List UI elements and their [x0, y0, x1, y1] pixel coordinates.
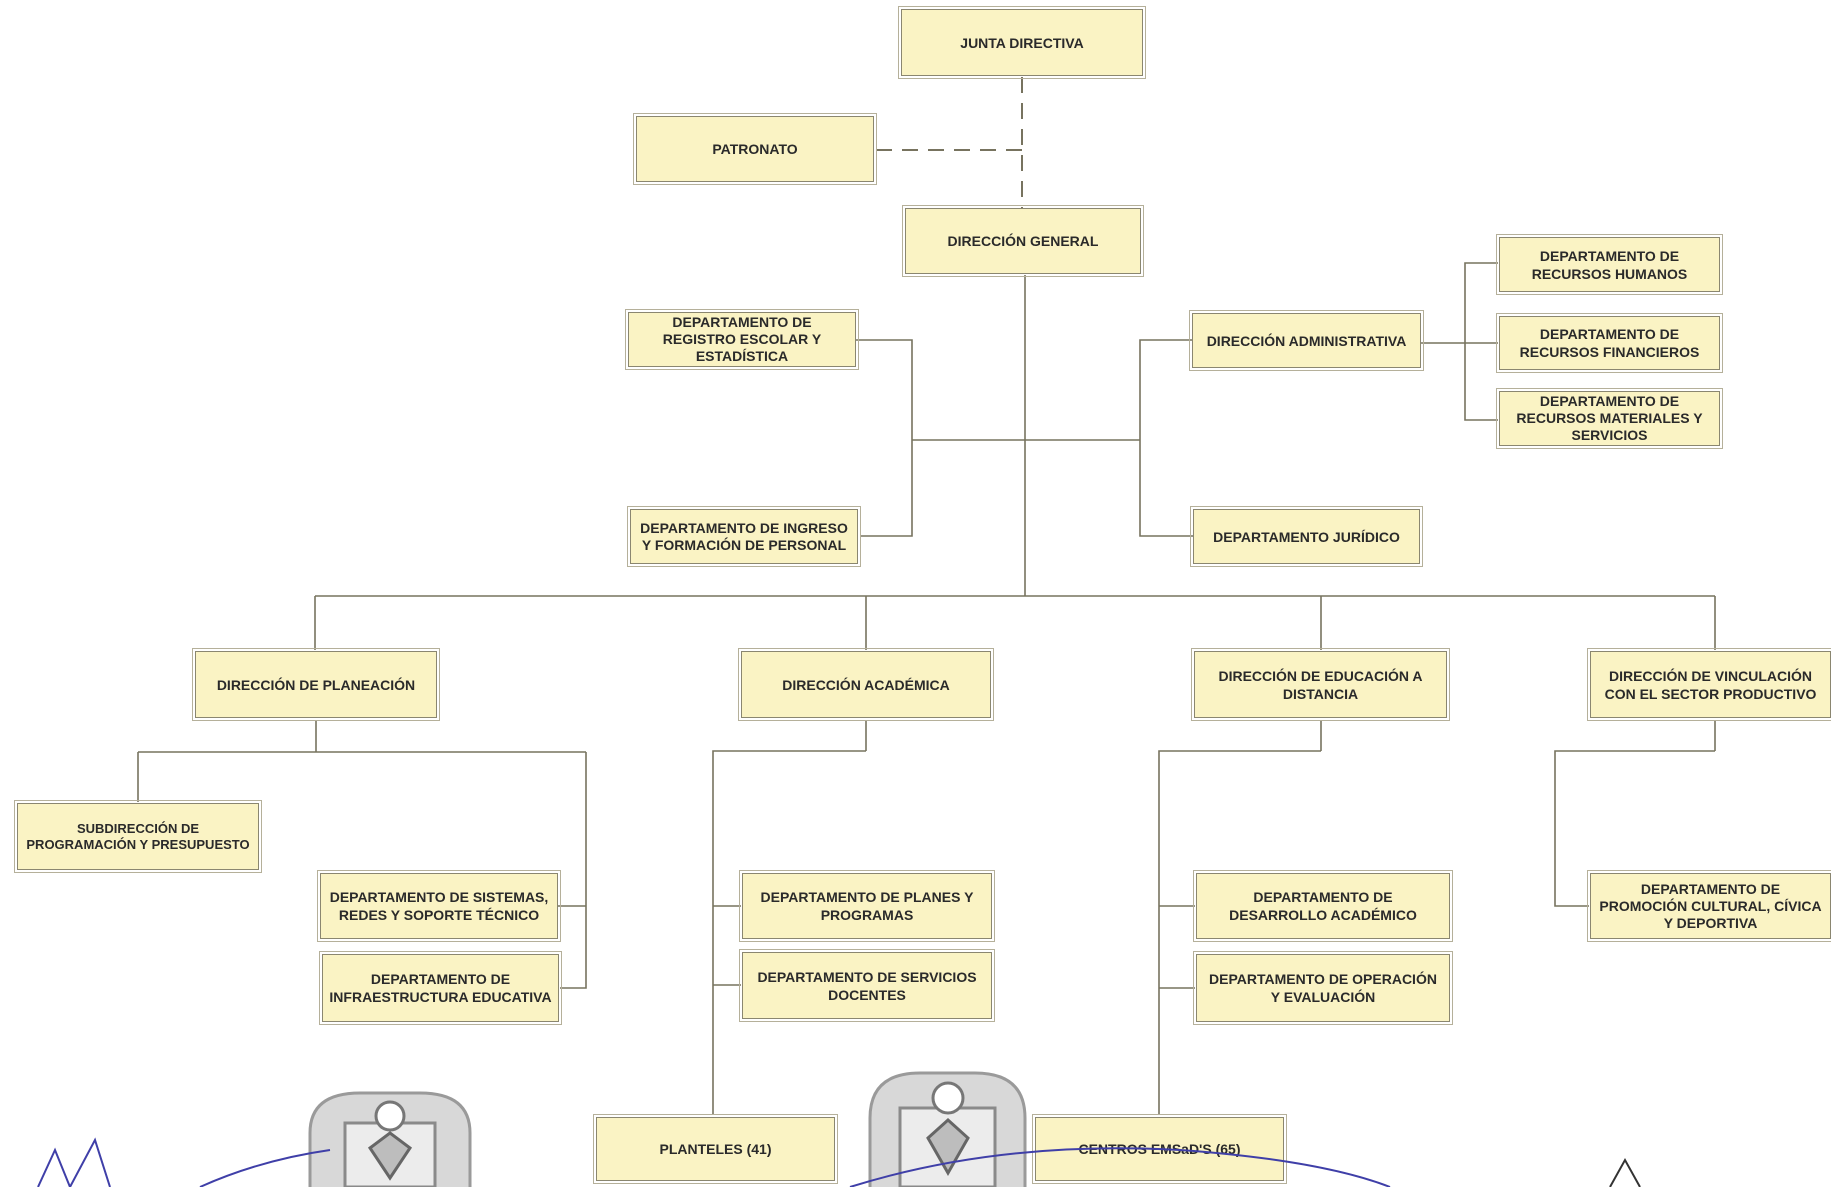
node-label: DEPARTAMENTO DE DESARROLLO ACADÉMICO: [1229, 889, 1417, 923]
node-promocion-cultural: DEPARTAMENTO DE PROMOCIÓN CULTURAL, CÍVI…: [1587, 870, 1831, 942]
node-label: DEPARTAMENTO DE REGISTRO ESCOLAR Y ESTAD…: [662, 314, 822, 364]
node-label: DEPARTAMENTO DE OPERACIÓN Y EVALUACIÓN: [1209, 971, 1437, 1005]
node-operacion-evaluacion: DEPARTAMENTO DE OPERACIÓN Y EVALUACIÓN: [1193, 951, 1453, 1025]
node-label: SUBDIRECCIÓN DE PROGRAMACIÓN Y PRESUPUES…: [26, 820, 250, 852]
node-label: PLANTELES (41): [659, 1141, 772, 1157]
node-label: DIRECCIÓN DE PLANEACIÓN: [216, 676, 416, 693]
node-label: DIRECCIÓN ACADÉMICA: [782, 676, 950, 693]
node-direccion-educacion-distancia: DIRECCIÓN DE EDUCACIÓN A DISTANCIA: [1191, 648, 1450, 721]
node-recursos-materiales: DEPARTAMENTO DE RECURSOS MATERIALES Y SE…: [1496, 388, 1723, 449]
node-departamento-juridico: DEPARTAMENTO JURÍDICO: [1190, 506, 1423, 567]
node-label: PATRONATO: [712, 141, 798, 157]
seal-left-icon: [308, 1091, 472, 1187]
node-label: CENTROS EMSaD'S (65): [1078, 1141, 1241, 1157]
node-label: DIRECCIÓN GENERAL: [947, 233, 1099, 249]
node-label: DEPARTAMENTO DE PROMOCIÓN CULTURAL, CÍVI…: [1599, 880, 1822, 931]
node-ingreso-formacion: DEPARTAMENTO DE INGRESO Y FORMACIÓN DE P…: [627, 506, 861, 567]
node-label: DEPARTAMENTO DE SERVICIOS DOCENTES: [757, 968, 977, 1003]
node-label: DEPARTAMENTO DE RECURSOS HUMANOS: [1531, 247, 1688, 282]
node-registro-escolar: DEPARTAMENTO DE REGISTRO ESCOLAR Y ESTAD…: [625, 309, 859, 370]
node-recursos-financieros: DEPARTAMENTO DE RECURSOS FINANCIEROS: [1496, 313, 1723, 373]
node-recursos-humanos: DEPARTAMENTO DE RECURSOS HUMANOS: [1496, 234, 1723, 295]
node-sistemas-redes: DEPARTAMENTO DE SISTEMAS, REDES Y SOPORT…: [317, 870, 561, 942]
node-label: DEPARTAMENTO DE RECURSOS FINANCIEROS: [1519, 326, 1700, 360]
node-centros-emsad: CENTROS EMSaD'S (65): [1032, 1114, 1287, 1184]
node-desarrollo-academico: DEPARTAMENTO DE DESARROLLO ACADÉMICO: [1193, 870, 1453, 942]
node-label: DEPARTAMENTO DE RECURSOS MATERIALES Y SE…: [1516, 393, 1703, 443]
node-direccion-general: DIRECCIÓN GENERAL: [902, 205, 1144, 277]
seal-center-icon: [868, 1071, 1027, 1187]
node-label: DEPARTAMENTO DE SISTEMAS, REDES Y SOPORT…: [329, 889, 549, 923]
node-label: DEPARTAMENTO DE INFRAESTRUCTURA EDUCATIV…: [329, 971, 552, 1005]
node-direccion-planeacion: DIRECCIÓN DE PLANEACIÓN: [192, 648, 440, 721]
node-direccion-academica: DIRECCIÓN ACADÉMICA: [738, 648, 994, 721]
node-label: DIRECCIÓN DE EDUCACIÓN A DISTANCIA: [1218, 667, 1423, 702]
node-label: DIRECCIÓN DE VINCULACIÓN CON EL SECTOR P…: [1604, 667, 1817, 702]
node-label: JUNTA DIRECTIVA: [960, 34, 1084, 51]
node-label: DEPARTAMENTO JURÍDICO: [1213, 528, 1400, 545]
node-servicios-docentes: DEPARTAMENTO DE SERVICIOS DOCENTES: [739, 949, 995, 1022]
node-junta-directiva: JUNTA DIRECTIVA: [898, 6, 1146, 79]
node-patronato: PATRONATO: [633, 113, 877, 185]
node-direccion-administrativa: DIRECCIÓN ADMINISTRATIVA: [1189, 310, 1424, 371]
node-planes-programas: DEPARTAMENTO DE PLANES Y PROGRAMAS: [739, 870, 995, 942]
node-planteles: PLANTELES (41): [593, 1114, 838, 1184]
node-infraestructura-educativa: DEPARTAMENTO DE INFRAESTRUCTURA EDUCATIV…: [319, 951, 562, 1025]
node-label: DEPARTAMENTO DE INGRESO Y FORMACIÓN DE P…: [640, 519, 848, 553]
node-label: DIRECCIÓN ADMINISTRATIVA: [1206, 332, 1407, 349]
node-subdireccion-programacion: SUBDIRECCIÓN DE PROGRAMACIÓN Y PRESUPUES…: [14, 800, 262, 873]
node-label: DEPARTAMENTO DE PLANES Y PROGRAMAS: [760, 889, 974, 923]
node-direccion-vinculacion: DIRECCIÓN DE VINCULACIÓN CON EL SECTOR P…: [1587, 648, 1831, 721]
